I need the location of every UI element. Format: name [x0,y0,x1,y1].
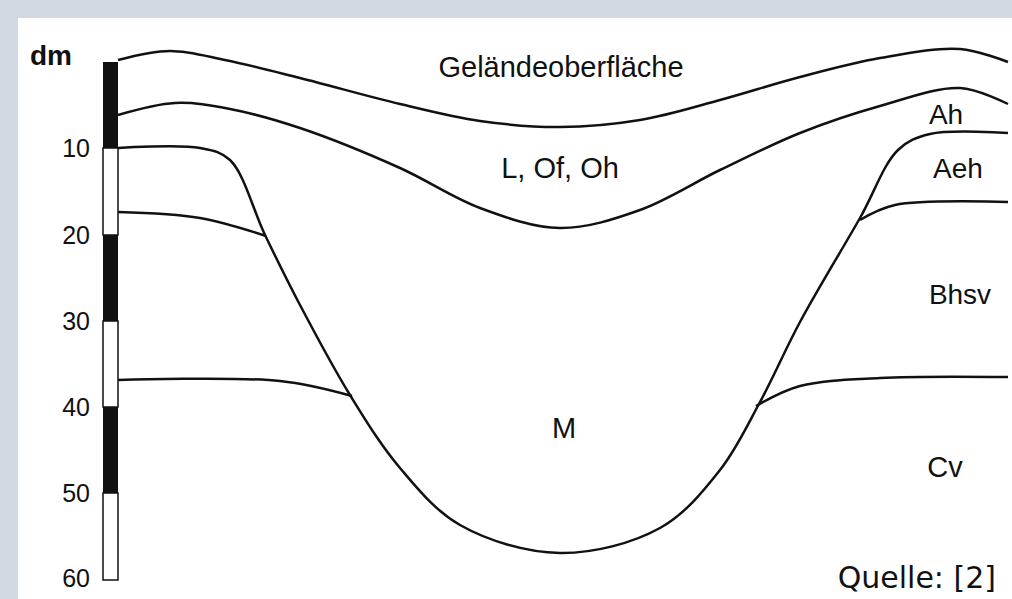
depth-tick: 40 [62,395,90,420]
organic-layer-base-line [118,88,1008,228]
horizon-label: Cv [927,453,962,482]
surface-label: Geländeoberfläche [438,53,683,82]
scale-block-light [103,493,118,580]
horizon-label: M [552,414,576,443]
unit-label: dm [30,42,72,70]
depth-tick: 10 [62,136,90,161]
depth-tick: 60 [62,566,90,591]
horizon-label: L, Of, Oh [501,154,619,183]
source-note: Quelle: [2] [838,563,996,593]
horizon-label: Bhsv [929,281,991,309]
bhsv-top-right-line [860,201,1008,220]
depth-scale-bar [103,62,118,580]
depth-tick: 50 [62,481,90,506]
cv-top-right-line [756,377,1008,406]
cv-top-left-line [118,379,352,396]
colluvium-boundary-line [118,132,1008,553]
depth-tick: 30 [62,309,90,334]
ground-surface-line [118,49,1008,127]
horizon-label: Ah [929,101,963,129]
scale-block-dark [103,62,118,148]
scale-block-light [103,321,118,407]
depth-tick: 20 [62,223,90,248]
bhsv-top-left-line [118,212,266,236]
scale-block-light [103,148,118,235]
scale-block-dark [103,235,118,321]
scale-block-dark [103,407,118,493]
horizon-label: Aeh [933,155,983,183]
panel-background [18,18,1012,599]
horizon-boundaries [118,49,1008,553]
